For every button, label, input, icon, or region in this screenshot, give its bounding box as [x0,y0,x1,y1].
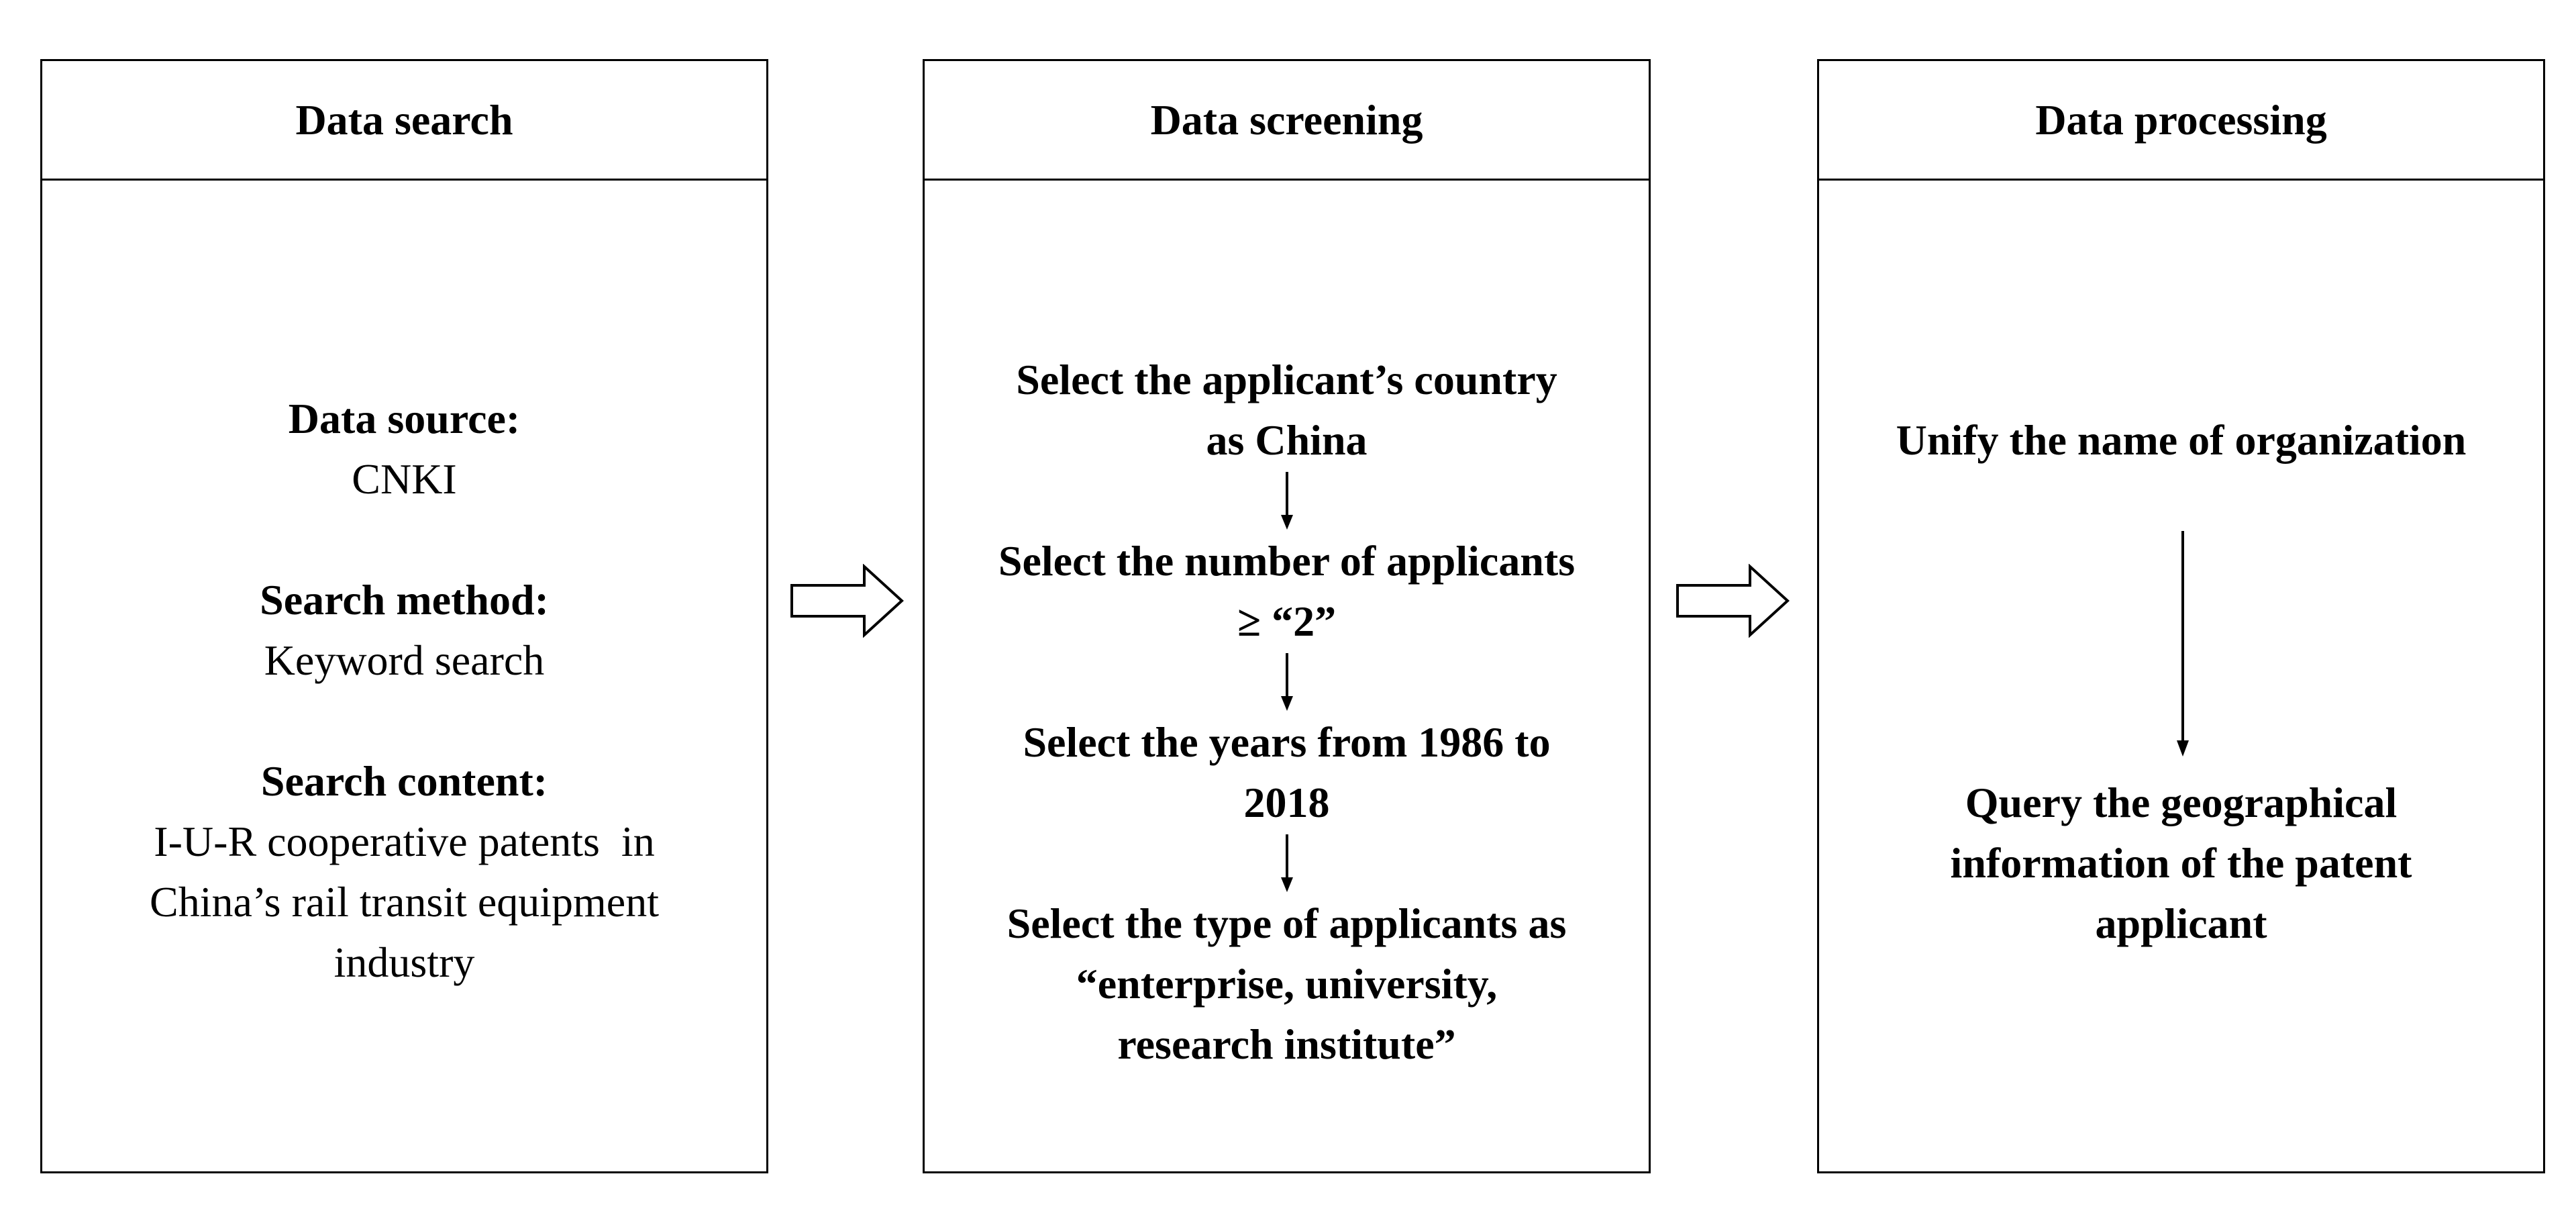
search-content-label: Search content: [260,757,548,805]
data-screening-panel: Data screening Select the applicant’s co… [923,59,1651,1173]
flow-arrow-1 [790,564,904,638]
down-arrow-icon [1280,472,1293,530]
data-processing-title: Data processing [1819,61,2543,181]
search-content-line1: I-U-R cooperative patents in [154,818,655,865]
data-search-body: Data source: CNKI Search method: Keyword… [42,181,766,1171]
down-arrow-icon [1280,653,1293,711]
search-method-label: Search method: [260,576,549,624]
search-details: Data source: CNKI Search method: Keyword… [42,389,766,993]
search-content-line3: industry [333,938,475,986]
screening-step1-line2: as China [1206,416,1368,464]
screening-step3-line1: Select the years from 1986 to [1023,718,1551,766]
screening-steps: Select the applicant’s country as China … [925,350,1649,1075]
processing-step2-line3: applicant [2095,899,2267,947]
screening-step3-line2: 2018 [1243,779,1330,826]
search-method-value: Keyword search [264,636,545,684]
screening-step4-line2: “enterprise, university, [1076,960,1498,1008]
processing-step1: Unify the name of organization [1896,416,2467,464]
screening-step4-line1: Select the type of applicants as [1007,899,1567,947]
screening-step4-line3: research institute” [1117,1020,1456,1068]
data-search-panel: Data search Data source: CNKI Search met… [40,59,768,1173]
processing-step2: Query the geographical information of th… [1819,773,2543,954]
data-screening-body: Select the applicant’s country as China … [925,181,1649,1171]
screening-step2-line2: ≥ “2” [1237,597,1337,645]
screening-step2-line1: Select the number of applicants [998,537,1576,585]
search-content-line2: China’s rail transit equipment [150,878,659,926]
data-search-title: Data search [42,61,766,181]
data-processing-body: Unify the name of organization Query the… [1819,181,2543,1171]
down-arrow-long-icon [2177,531,2189,757]
flow-arrow-2 [1676,564,1790,638]
screening-step1-line1: Select the applicant’s country [1016,356,1557,403]
data-processing-panel: Data processing Unify the name of organi… [1817,59,2545,1173]
down-arrow-icon [1280,834,1293,892]
data-screening-title: Data screening [925,61,1649,181]
processing-step2-line2: information of the patent [1950,839,2412,887]
data-source-label: Data source: [288,395,521,442]
data-source-value: CNKI [352,455,457,503]
processing-step2-line1: Query the geographical [1965,779,2398,826]
